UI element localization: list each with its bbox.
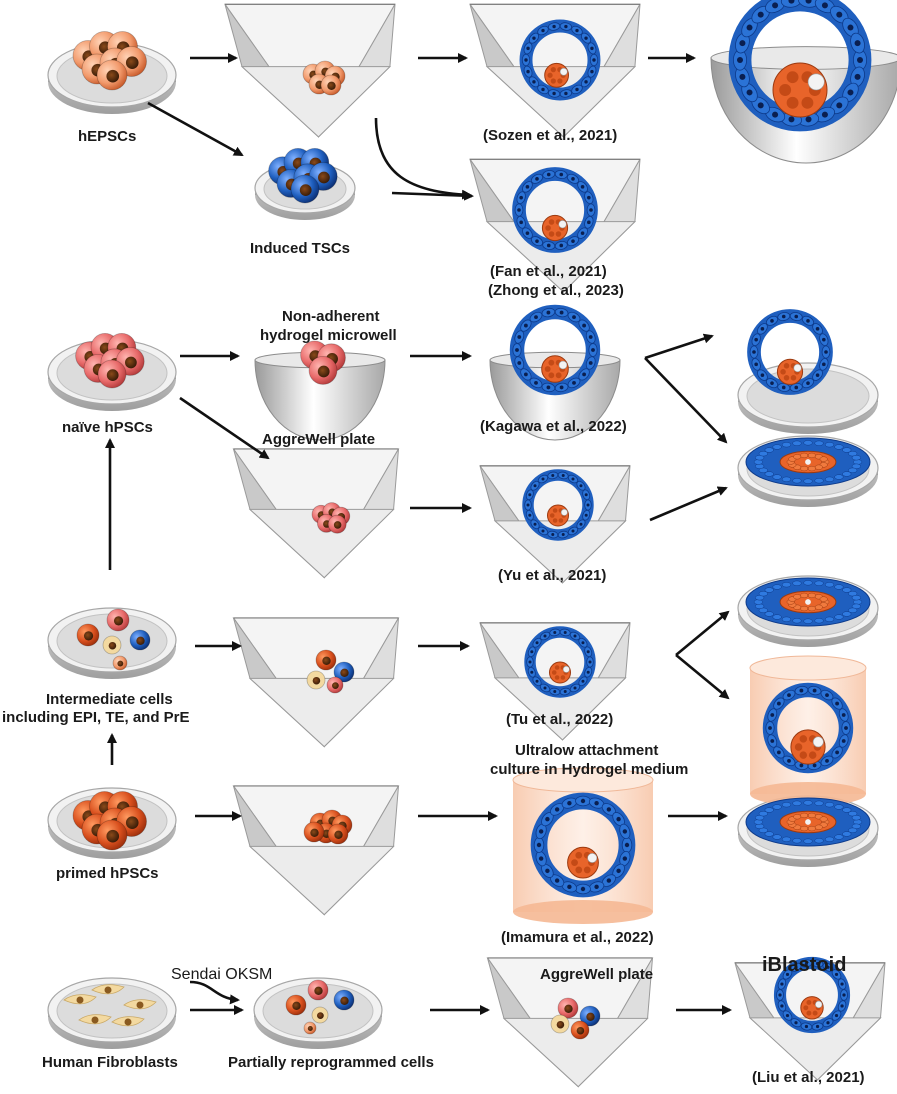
attached-blastoid-2 [746,438,870,486]
colony-cell [97,60,127,90]
epi-cell [316,650,336,670]
epi-cell [327,677,343,693]
citation-liu: (Liu et al., 2021) [752,1069,865,1087]
blastoid-attached-upright [750,312,830,393]
arrow-curve-to-fan [376,118,470,195]
citation-kagawa: (Kagawa et al., 2022) [480,418,627,436]
label-aggrewell-plate-1: AggreWell plate [262,431,375,449]
label-ultralow-attachment: Ultralow attachment [515,742,658,760]
reprogrammed-cell [551,1015,569,1033]
citation-fan: (Fan et al., 2021) [490,263,607,281]
cells-layer [64,0,870,1039]
citation-yu: (Yu et al., 2021) [498,567,606,585]
citation-sozen: (Sozen et al., 2021) [483,127,617,145]
citation-imamura: (Imamura et al., 2022) [501,929,654,947]
pre-cell [103,636,121,654]
arrow-kagawa-to-attached-2 [645,358,726,442]
containers-layer [48,4,897,1086]
epi-cell [113,656,127,670]
epi-cell [107,609,129,631]
te-cell [130,630,150,650]
label-hepscs: hEPSCs [78,128,136,146]
reprogrammed-cell [334,990,354,1010]
attached-blastoid-3 [746,578,870,626]
label-sendai-oksm: Sendai OKSM [171,966,272,984]
label-non-adherent: Non-adherent [282,308,380,326]
reprogrammed-cell [571,1021,589,1039]
citation-zhong: (Zhong et al., 2023) [488,282,624,300]
label-partially-reprogrammed: Partially reprogrammed cells [228,1054,434,1072]
colony-cell [98,360,126,388]
label-induced-tscs: Induced TSCs [250,240,350,258]
colony-cell [309,356,337,384]
label-hydrogel-medium: culture in Hydrogel medium [490,761,688,779]
colony-cell [328,824,348,844]
label-naive-hpscs: naïve hPSCs [62,419,153,437]
label-intermediate-types: including EPI, TE, and PrE [2,709,190,727]
colony-cell [321,75,341,95]
well-primed [234,786,399,915]
colony-cell [97,820,127,850]
reprogrammed-cell [312,1007,328,1023]
reprogrammed-cell [286,995,306,1015]
label-primed-hpscs: primed hPSCs [56,865,159,883]
reprogrammed-cell [308,980,328,1000]
blastoid-kagawa [513,307,597,392]
label-human-fibroblasts: Human Fibroblasts [42,1054,178,1072]
arrow-tu-to-hydrogel [676,655,728,698]
pre-cell [307,671,325,689]
attached-blastoid-4 [746,798,870,846]
arrow-yu-to-attached [650,488,726,520]
label-aggrewell-plate-2: AggreWell plate [540,966,653,984]
label-iblastoid: iBlastoid [762,956,846,974]
arrow-kagawa-to-attached-1 [645,336,712,358]
arrow-tu-to-attached-3 [676,612,728,655]
epi-cell [77,624,99,646]
arrow-naive-to-aggrewell [180,398,268,458]
arrow-sendai-curve [190,982,238,1000]
arrow-hepscs-to-tscs [148,103,242,155]
label-intermediate-cells: Intermediate cells [46,691,173,709]
colony-cell [328,515,346,533]
citation-tu: (Tu et al., 2022) [506,711,613,729]
label-hydrogel-microwell: hydrogel microwell [260,327,397,345]
colony-cell [304,822,324,842]
colony-cell [291,175,319,203]
reprogrammed-cell [304,1022,316,1034]
